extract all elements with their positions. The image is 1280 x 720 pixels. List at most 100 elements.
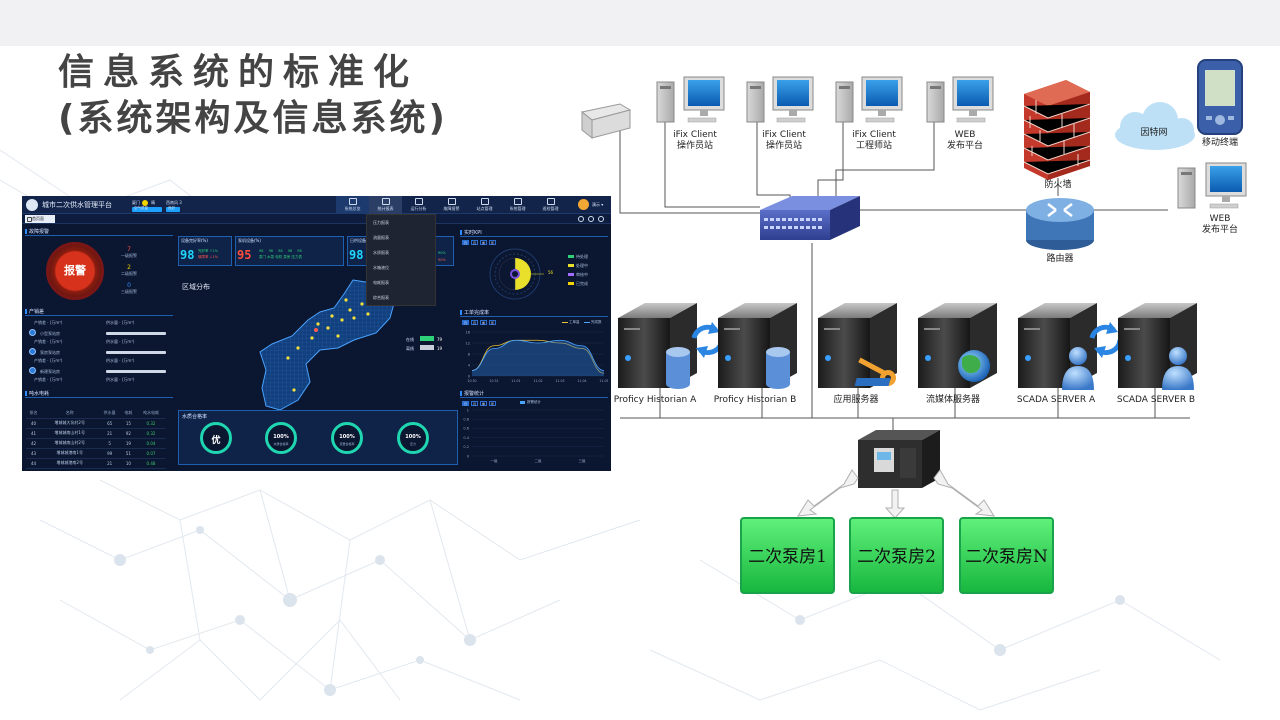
kpi-pump-device: 泵机设备(%) (235, 236, 344, 266)
y-tick-label: 0.8 (463, 418, 469, 422)
chip-month[interactable]: 月 (471, 401, 478, 406)
nav-sites[interactable]: 站点管理 (468, 196, 501, 214)
nav-inspection[interactable]: 巡检管理 (534, 196, 567, 214)
chip-quarter[interactable]: 季 (480, 401, 487, 406)
kpi-donut-gauge (489, 248, 544, 300)
section-work-orders: 工单完成率 (460, 309, 608, 317)
kpi-legend-label: 待处理 (576, 254, 588, 259)
home-tab[interactable]: 首页面 (25, 215, 55, 223)
x-tick-label: 三级 (579, 458, 587, 463)
nav-analysis[interactable]: 运行分析 (402, 196, 435, 214)
nav-system-admin[interactable]: 系统管理 (501, 196, 534, 214)
kpi-device-rate-value: 98 (180, 248, 195, 262)
production-row-a: 产销差 · (万m³) (34, 320, 63, 325)
alarm-button-ring[interactable] (46, 242, 104, 300)
col-rank: 排名 (26, 408, 42, 419)
series-line-工单量 (471, 339, 605, 374)
power-icon[interactable] (578, 216, 584, 222)
weather-wind: 西南风 3 (166, 200, 182, 205)
report-icon (381, 198, 390, 205)
server-scada-b-icon (1118, 303, 1197, 390)
reports-dropdown: 压力报表 流量报表 水质报表 水箱液位 电耗报表 综合报表 (366, 214, 436, 306)
chip-quarter[interactable]: 季 (480, 320, 487, 325)
slide-title-line2: (系统架构及信息系统) (58, 98, 448, 139)
server-historian-a-icon (618, 303, 697, 389)
kpi-sub: 故障率 ↓1% (198, 255, 219, 259)
plc-controller-icon (858, 430, 940, 488)
dropdown-item-level[interactable]: 水箱液位 (373, 265, 389, 270)
chip-quarter[interactable]: 季 (480, 240, 487, 245)
x-tick-label: 10.30 (467, 379, 476, 383)
production-row-a: 产销差 · (万m³) (34, 339, 63, 344)
user-avatar[interactable] (578, 199, 589, 210)
chip-year[interactable]: 年 (489, 240, 496, 245)
alarm-label[interactable]: 报警 (64, 264, 86, 277)
chip-month[interactable]: 月 (471, 320, 478, 325)
section-alarm: 故障报警 (25, 228, 173, 236)
work-legend-label: 工单量 (569, 320, 580, 324)
kpi-pump-device-value: 95 (237, 248, 252, 262)
internet-label: 因特网 (1140, 128, 1168, 138)
section-alarm-stats: 报警统计 (460, 390, 608, 398)
slide-title: 信息系统的标准化 (系统架构及信息系统) (58, 50, 448, 142)
router-icon (1026, 198, 1094, 250)
quality-grade-gauge: 优 (200, 422, 232, 454)
dropdown-item-power[interactable]: 电耗报表 (373, 280, 389, 285)
chip-day[interactable]: 日 (462, 401, 469, 406)
user-menu[interactable]: 演示 ▾ (592, 202, 604, 207)
settings-icon[interactable] (588, 216, 594, 222)
nav-reports[interactable]: 统计报表 (369, 196, 402, 214)
kpi-gauge-value: 56 (548, 270, 554, 275)
station-dot[interactable] (29, 329, 36, 336)
router-label: 路由器 (1046, 254, 1074, 264)
dropdown-item-flow[interactable]: 流量报表 (373, 235, 389, 240)
chip-day[interactable]: 日 (462, 320, 469, 325)
server-scada-a-icon (1018, 303, 1097, 390)
nav-system-overview[interactable]: 系统总览 (336, 196, 369, 214)
kpi-legend-swatch (568, 273, 574, 276)
station-name: 泵房泵站房 (40, 350, 60, 355)
chip-year[interactable]: 年 (489, 320, 496, 325)
dropdown-item-summary[interactable]: 综合报表 (373, 295, 389, 300)
dropdown-item-pressure[interactable]: 压力报表 (373, 220, 389, 225)
nav-alarms[interactable]: 故障报警 (435, 196, 468, 214)
kpi-sub: 90% (438, 251, 446, 255)
region-map[interactable] (258, 278, 428, 418)
mobile-device-icon (1197, 59, 1243, 135)
kpi-legend-label: 已完成 (576, 281, 588, 286)
chip-month[interactable]: 月 (471, 240, 478, 245)
y-tick-label: 16 (466, 330, 470, 334)
weather-condition: 晴 (151, 200, 155, 205)
location-icon[interactable] (598, 216, 604, 222)
dropdown-item-quality[interactable]: 水质报表 (373, 250, 389, 255)
y-tick-label: 4 (468, 363, 471, 367)
station-dot[interactable] (29, 367, 36, 374)
y-tick-label: 0.2 (463, 445, 469, 449)
section-production: 产销差 (25, 308, 173, 316)
chip-day[interactable]: 日 (462, 240, 469, 245)
legend-offline-swatch (420, 345, 434, 350)
chip-year[interactable]: 年 (489, 401, 496, 406)
quality-rate-gauge: 100%水质合格率 (265, 422, 297, 454)
alarm-stats-legend: 报警统计 (527, 400, 541, 404)
alarm-stats-legend-swatch (520, 401, 525, 404)
kpi-sub: 完好率 ↑1% (198, 249, 219, 253)
table-header-row: 排名 名称 供水量 电耗 吨水电耗 (26, 408, 166, 419)
network-switch-icon (760, 196, 860, 240)
kpi-legend-label: 审核中 (576, 272, 588, 277)
app-title: 城市二次供水管理平台 (42, 201, 112, 209)
station-dot[interactable] (29, 348, 36, 355)
server-historian-b-icon (718, 303, 797, 389)
x-tick-label: 11.04 (577, 379, 586, 383)
user-icon (1162, 347, 1194, 390)
production-row-b: 供水量 · (万m³) (106, 358, 135, 363)
col-supply: 供水量 (98, 408, 121, 419)
